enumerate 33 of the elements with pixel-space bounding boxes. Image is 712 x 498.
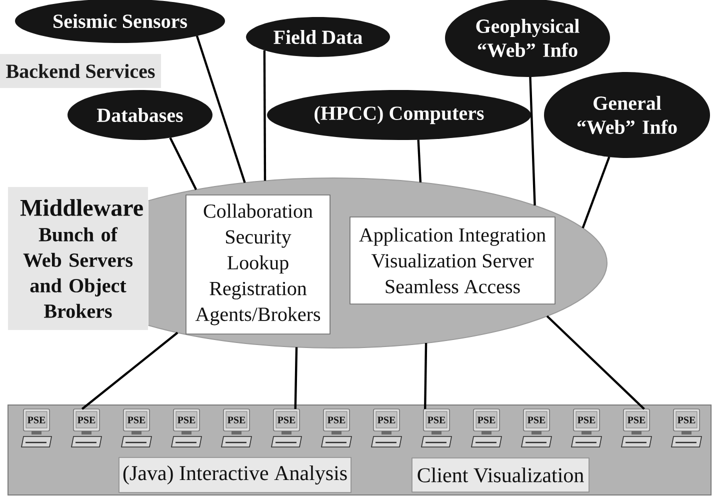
computer-terminal: PSE [121,408,152,448]
service-box: Application Integration Visualization Server Seamless Access [350,216,556,304]
source-oval: Databases [68,90,212,140]
connector-line [263,50,266,181]
connector-line [169,137,198,190]
connector-line [81,332,178,410]
source-oval: (HPCC) Computers [267,90,531,140]
connector-line [582,156,610,228]
source-oval: Field Data [246,17,390,57]
source-oval: General “Web” Info [544,72,710,158]
computer-terminal: PSE [71,408,102,448]
computer-terminal: PSE [521,408,552,448]
computer-terminal: PSE [21,408,52,448]
connector-line [424,343,428,410]
computer-terminal: PSE [571,408,602,448]
connector-line [294,347,298,410]
label-box: (Java) Interactive Analysis [118,457,352,493]
label-box: Client Visualization [412,458,590,492]
computer-terminal: PSE [671,408,702,448]
computer-terminal: PSE [271,408,302,448]
layer-label: Middleware Bunch of Web Servers and Object Brokers [8,187,148,330]
service-box: Collaboration Security Lookup Registration Agents/Brokers [186,194,330,334]
computer-terminal: PSE [171,408,202,448]
section-label: Backend Services [0,54,161,88]
computer-terminal: PSE [621,408,652,448]
connector-line [196,36,246,183]
computer-terminal: PSE [321,408,352,448]
computer-terminal: PSE [371,408,402,448]
computer-terminal: PSE [471,408,502,448]
connector-line [417,140,422,182]
connector-line [529,76,536,206]
computer-terminal: PSE [421,408,452,448]
computer-terminal: PSE [221,408,252,448]
